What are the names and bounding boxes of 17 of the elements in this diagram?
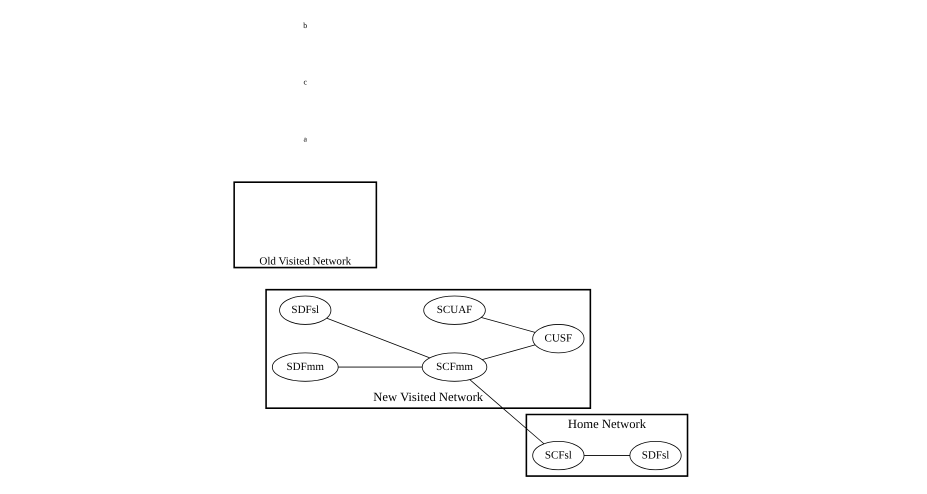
label: b <box>302 20 307 30</box>
node-ellipse: SCFmm <box>421 352 487 382</box>
node-ellipse: CUSF <box>532 324 584 354</box>
connector <box>583 455 630 456</box>
connector <box>480 317 535 333</box>
connector <box>481 344 535 360</box>
connector <box>338 366 422 368</box>
connector <box>326 318 430 358</box>
node-ellipse: SDFsl <box>628 440 682 470</box>
label: c <box>303 78 307 87</box>
node-ellipse: SDFmm <box>271 352 338 382</box>
node-ellipse: SCUAF <box>422 296 486 325</box>
connector <box>469 379 544 444</box>
node-box: Old Visited Network <box>232 181 377 268</box>
node-ellipse: SDFsl <box>278 296 331 325</box>
node-ellipse: SCFsl <box>532 440 584 470</box>
label: a <box>303 134 307 144</box>
